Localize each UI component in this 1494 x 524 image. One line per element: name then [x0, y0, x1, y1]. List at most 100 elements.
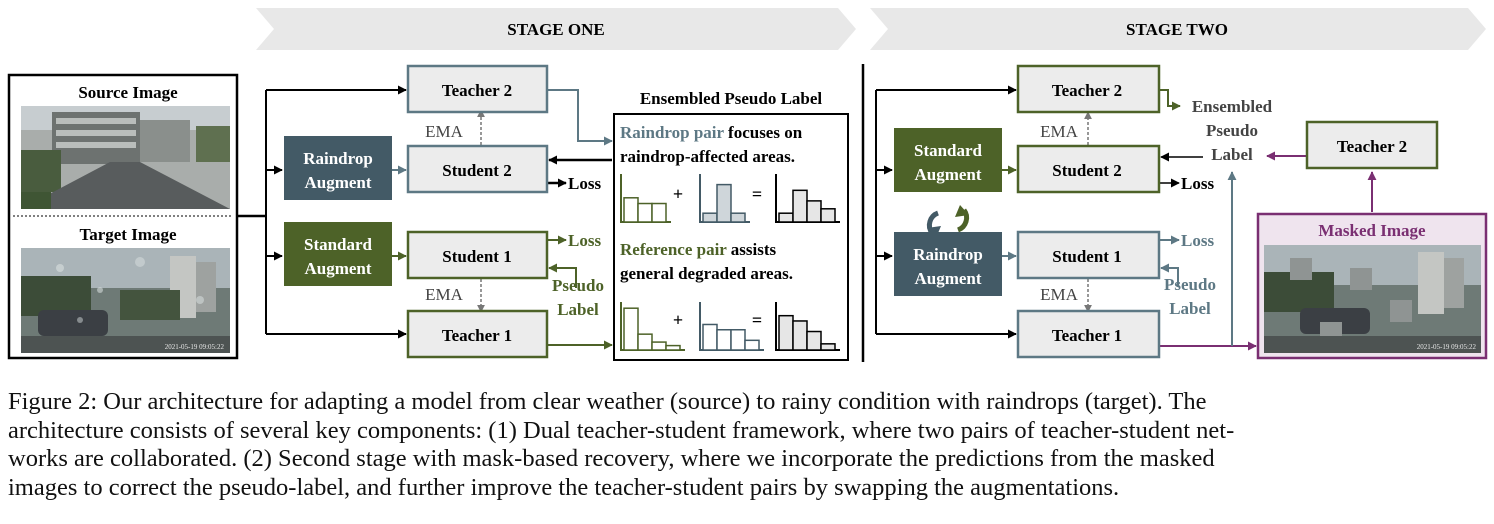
hist-bot-b-bar — [730, 329, 746, 351]
hist-top-b-bar — [730, 212, 746, 223]
hist-top-a-bar — [623, 197, 639, 223]
stage1-standard-augment-line1: Standard — [304, 235, 373, 254]
source-image-label: Source Image — [78, 83, 178, 102]
histogram-bottom-reference — [620, 302, 685, 351]
ensemble-line-4: general degraded areas. — [620, 264, 793, 283]
stage-two-label: STAGE TWO — [1126, 20, 1228, 39]
stage2-teacher-1-label: Teacher 1 — [1052, 326, 1122, 345]
plus-sign-top: + — [673, 184, 683, 204]
stage2-ema-bottom: EMA — [1040, 285, 1079, 304]
reference-pair-highlight: Reference pair — [620, 240, 727, 259]
hist-top-c-bar — [778, 212, 794, 223]
stage1-student-2-label: Student 2 — [442, 161, 511, 180]
hist-bot-c-bar — [820, 343, 836, 351]
masked-timestamp: 2021-05-19 09:05:22 — [1417, 343, 1477, 351]
masked-image-label: Masked Image — [1318, 221, 1426, 240]
stage2-student-2-block: Student 2 — [1016, 144, 1161, 194]
stage-two-connectors — [875, 85, 1377, 351]
hist-bot-b-bar — [744, 339, 760, 351]
hist-bot-b-bar — [716, 329, 732, 351]
histogram-top-raindrop — [620, 174, 671, 223]
hist-bot-c-bar — [806, 330, 822, 351]
stage2-ema-top: EMA — [1040, 122, 1079, 141]
stage1-pseudo-label-line2: Label — [557, 300, 599, 319]
stage2-raindrop-augment-block: Raindrop Augment — [894, 232, 1002, 296]
stage1-standard-augment-line2: Augment — [304, 259, 371, 278]
stage1-teacher-1-block: Teacher 1 — [406, 309, 549, 359]
hist-bot-c-bar — [778, 314, 794, 351]
masked-image: 2021-05-19 09:05:22 — [1264, 245, 1481, 353]
ensemble-line-1: Raindrop pair focuses on — [620, 123, 803, 142]
hist-top-b-bar — [702, 212, 718, 223]
ensemble-line-2: raindrop-affected areas. — [620, 147, 795, 166]
stage2-teacher-2-right-label: Teacher 2 — [1337, 137, 1407, 156]
image-panel: Source Image Target Image — [7, 73, 239, 360]
stage1-teacher-1-label: Teacher 1 — [442, 326, 512, 345]
reference-pair-rest: assists — [727, 240, 777, 259]
stage2-teacher-2-label: Teacher 2 — [1052, 81, 1122, 100]
hist-bot-a-bar — [623, 307, 639, 351]
stage1-raindrop-augment-block: Raindrop Augment — [284, 136, 392, 200]
stage1-ema-top: EMA — [425, 122, 464, 141]
stage-one-label: STAGE ONE — [507, 20, 604, 39]
raindrop-pair-rest: focuses on — [724, 123, 803, 142]
raindrop-pair-highlight: Raindrop pair — [620, 123, 725, 142]
target-image-label: Target Image — [79, 225, 177, 244]
stage1-student-2-block: Student 2 — [406, 144, 549, 194]
stage2-raindrop-augment-line1: Raindrop — [913, 245, 983, 264]
stage1-loss-student1: Loss — [568, 231, 601, 250]
stage2-raindrop-augment-line2: Augment — [914, 269, 981, 288]
hist-bot-b-bar — [702, 323, 718, 351]
ensemble-line-3: Reference pair assists — [620, 240, 777, 259]
stage2-pseudo-label-line1: Pseudo — [1164, 275, 1216, 294]
stage-one-connectors — [237, 85, 613, 350]
stage2-ensembled-line2: Pseudo — [1206, 121, 1258, 140]
stage2-ensembled-line1: Ensembled — [1192, 97, 1273, 116]
stage2-pseudo-label-line2: Label — [1169, 299, 1211, 318]
hist-top-c-bar — [792, 189, 808, 223]
stage1-raindrop-augment-line2: Augment — [304, 173, 371, 192]
ensemble-panel: Ensembled Pseudo Label Raindrop pair foc… — [613, 89, 849, 361]
caption-line-1: Figure 2: Our architecture for adapting … — [8, 388, 1207, 415]
target-image: 2021-05-19 09:05:22 — [21, 248, 230, 353]
stage2-standard-augment-line1: Standard — [914, 141, 983, 160]
plus-sign-bottom: + — [673, 310, 683, 330]
caption-line-2: architecture consists of several key com… — [8, 416, 1235, 444]
stage1-ema-bottom: EMA — [425, 285, 464, 304]
stage2-loss-student1: Loss — [1181, 231, 1214, 250]
hist-top-a-bar — [637, 202, 653, 223]
stage-two-banner: STAGE TWO — [870, 8, 1486, 50]
stage2-teacher-2-right-block: Teacher 2 — [1305, 120, 1439, 170]
stage2-standard-augment-line2: Augment — [914, 165, 981, 184]
stage1-standard-augment-block: Standard Augment — [284, 222, 392, 286]
hist-bot-c-bar — [792, 320, 808, 351]
stage1-student-1-block: Student 1 — [406, 230, 549, 280]
caption-line-4: images to correct the pseudo-label, and … — [8, 473, 1120, 501]
caption-line-3: works are collaborated. (2) Second stage… — [8, 445, 1215, 472]
histogram-bottom-slate — [699, 302, 764, 351]
stage1-loss-student2: Loss — [568, 174, 601, 193]
stage2-ensembled-line3: Label — [1211, 145, 1253, 164]
target-timestamp: 2021-05-19 09:05:22 — [165, 343, 225, 351]
stage1-student-1-label: Student 1 — [442, 247, 511, 266]
histogram-bottom-result — [775, 302, 840, 351]
figure-caption: Figure 2: Our architecture for adapting … — [8, 388, 1486, 502]
ensemble-title: Ensembled Pseudo Label — [640, 89, 823, 108]
stage2-student-1-label: Student 1 — [1052, 247, 1121, 266]
hist-top-c-bar — [806, 200, 822, 223]
stage1-pseudo-label-line1: Pseudo — [552, 276, 604, 295]
hist-bot-a-bar — [651, 341, 667, 351]
hist-top-c-bar — [820, 208, 836, 223]
hist-top-a-bar — [651, 202, 667, 223]
hist-top-b-bar — [716, 183, 732, 223]
stage2-standard-augment-block: Standard Augment — [894, 128, 1002, 192]
stage2-teacher-1-block: Teacher 1 — [1016, 309, 1161, 359]
stage2-teacher-2-block: Teacher 2 — [1016, 64, 1161, 114]
stage1-raindrop-augment-line1: Raindrop — [303, 149, 373, 168]
masked-image-panel: Masked Image 2021-05-19 09:05:22 — [1256, 212, 1488, 360]
stage2-student-2-label: Student 2 — [1052, 161, 1121, 180]
hist-bot-a-bar — [637, 333, 653, 351]
histogram-top-slate — [699, 174, 750, 223]
stage1-teacher-2-block: Teacher 2 — [406, 64, 549, 114]
equals-sign-bottom: = — [752, 310, 762, 330]
